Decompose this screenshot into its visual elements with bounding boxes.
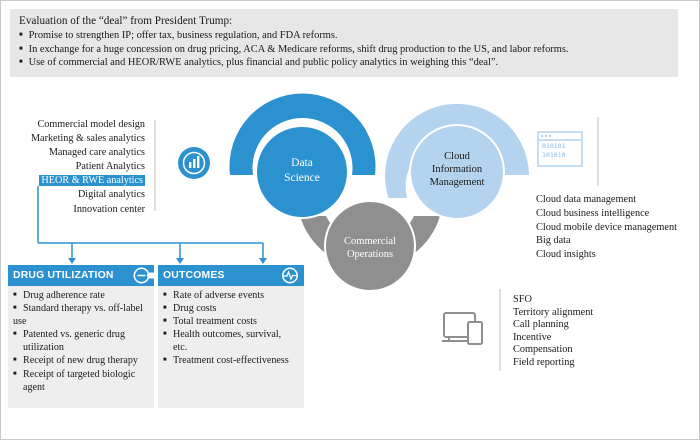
data-science-circle <box>255 125 349 219</box>
list-item: Health outcomes, survival, <box>163 329 300 341</box>
label-line: Data <box>291 157 313 169</box>
cloud-item: Big data <box>536 235 571 247</box>
analytics-item: Patient Analytics <box>75 161 145 173</box>
list-item-continuation: use <box>13 316 27 328</box>
cloud-item: Cloud insights <box>536 249 596 261</box>
sfo-item: Territory alignment <box>513 306 594 318</box>
analytics-item: Marketing & sales analytics <box>30 133 145 145</box>
highlight-label: HEOR & RWE analytics <box>39 175 145 187</box>
outcomes-list: Rate of adverse events Drug costs Total … <box>163 290 300 369</box>
list-item-continuation: agent <box>23 381 45 393</box>
header-title: Evaluation of the “deal” from President … <box>19 15 233 27</box>
sfo-item: Field reporting <box>513 356 575 368</box>
arrowhead <box>68 258 76 264</box>
binary-line: 010101 <box>542 142 566 150</box>
cloud-label: Cloud Information Management <box>410 150 504 189</box>
list-item: Drug adherence rate <box>13 290 150 302</box>
list-item: Receipt of targeted biologic <box>13 369 150 381</box>
data-science-label: Data Science <box>262 156 342 186</box>
label-line: Operations <box>346 249 394 260</box>
pulse-icon <box>282 267 298 284</box>
analytics-item-highlighted: HEOR & RWE analytics <box>31 174 145 188</box>
cloud-item: Cloud data management <box>536 194 637 205</box>
sfo-item: SFO <box>513 294 532 305</box>
list-item: Total treatment costs <box>163 316 300 328</box>
sfo-item: Incentive <box>513 331 552 343</box>
label-line: Cloud <box>444 151 470 162</box>
label-line: Information <box>431 164 483 175</box>
list-item: Standard therapy vs. off-label <box>13 303 150 315</box>
analytics-item: Innovation center <box>73 203 145 215</box>
list-item: Receipt of new drug therapy <box>13 355 150 367</box>
analytics-item: Commercial model design <box>37 119 145 130</box>
devices-icon <box>442 312 483 345</box>
analytics-item: Digital analytics <box>77 189 145 201</box>
list-item: Drug costs <box>163 303 300 315</box>
header-bullet: Use of commercial and HEOR/RWE analytics… <box>19 56 672 70</box>
label-line: Management <box>429 177 485 188</box>
drug-utilization-list: Drug adherence rate Standard therapy vs.… <box>13 290 150 395</box>
pill-icon <box>133 267 156 284</box>
header-bullet: Promise to strengthen IP; offer tax, bus… <box>19 29 672 43</box>
outcomes-panel: OUTCOMES Rate of adverse events Drug cos… <box>158 265 304 408</box>
list-item: Rate of adverse events <box>163 290 300 302</box>
commercial-operations-label: Commercial Operations <box>326 235 414 261</box>
list-item-continuation: utilization <box>23 342 64 354</box>
list-item: Patented vs. generic drug <box>13 329 150 341</box>
binary-text: 010101 101010 <box>542 142 565 160</box>
analytics-item: Managed care analytics <box>48 147 145 159</box>
cloud-item: Cloud mobile device management <box>536 221 677 233</box>
label-line: Commercial <box>344 236 396 247</box>
cloud-item: Cloud business intelligence <box>536 207 650 219</box>
cloud-ring <box>385 103 529 198</box>
sfo-list: SFO Territory alignment Call planning In… <box>513 294 593 370</box>
binary-line: 101010 <box>542 151 566 159</box>
arrowhead <box>176 258 184 264</box>
list-item-continuation: etc. <box>173 342 188 354</box>
header-bullets: Promise to strengthen IP; offer tax, bus… <box>19 29 672 70</box>
chart-icon <box>178 147 210 179</box>
sfo-item: Compensation <box>513 344 573 356</box>
header-bullet: In exchange for a huge concession on dru… <box>19 43 672 57</box>
label-line: Science <box>284 172 320 184</box>
data-science-ring <box>229 93 376 175</box>
outcomes-title: OUTCOMES <box>158 265 304 286</box>
drug-utilization-panel: DRUG UTILIZATION Drug adherence rate Sta… <box>8 265 156 408</box>
cloud-circle <box>409 124 505 220</box>
sfo-item: Call planning <box>513 319 569 331</box>
database-icon <box>537 131 583 167</box>
cloud-list: Cloud data management Cloud business int… <box>536 193 677 262</box>
analytics-list: Commercial model design Marketing & sale… <box>31 118 145 217</box>
list-item: Treatment cost-effectiveness <box>163 355 300 367</box>
arrowhead <box>259 258 267 264</box>
commercial-operations-circle <box>324 200 416 292</box>
header-box: Evaluation of the “deal” from President … <box>10 9 678 77</box>
drug-utilization-title: DRUG UTILIZATION <box>8 265 154 286</box>
